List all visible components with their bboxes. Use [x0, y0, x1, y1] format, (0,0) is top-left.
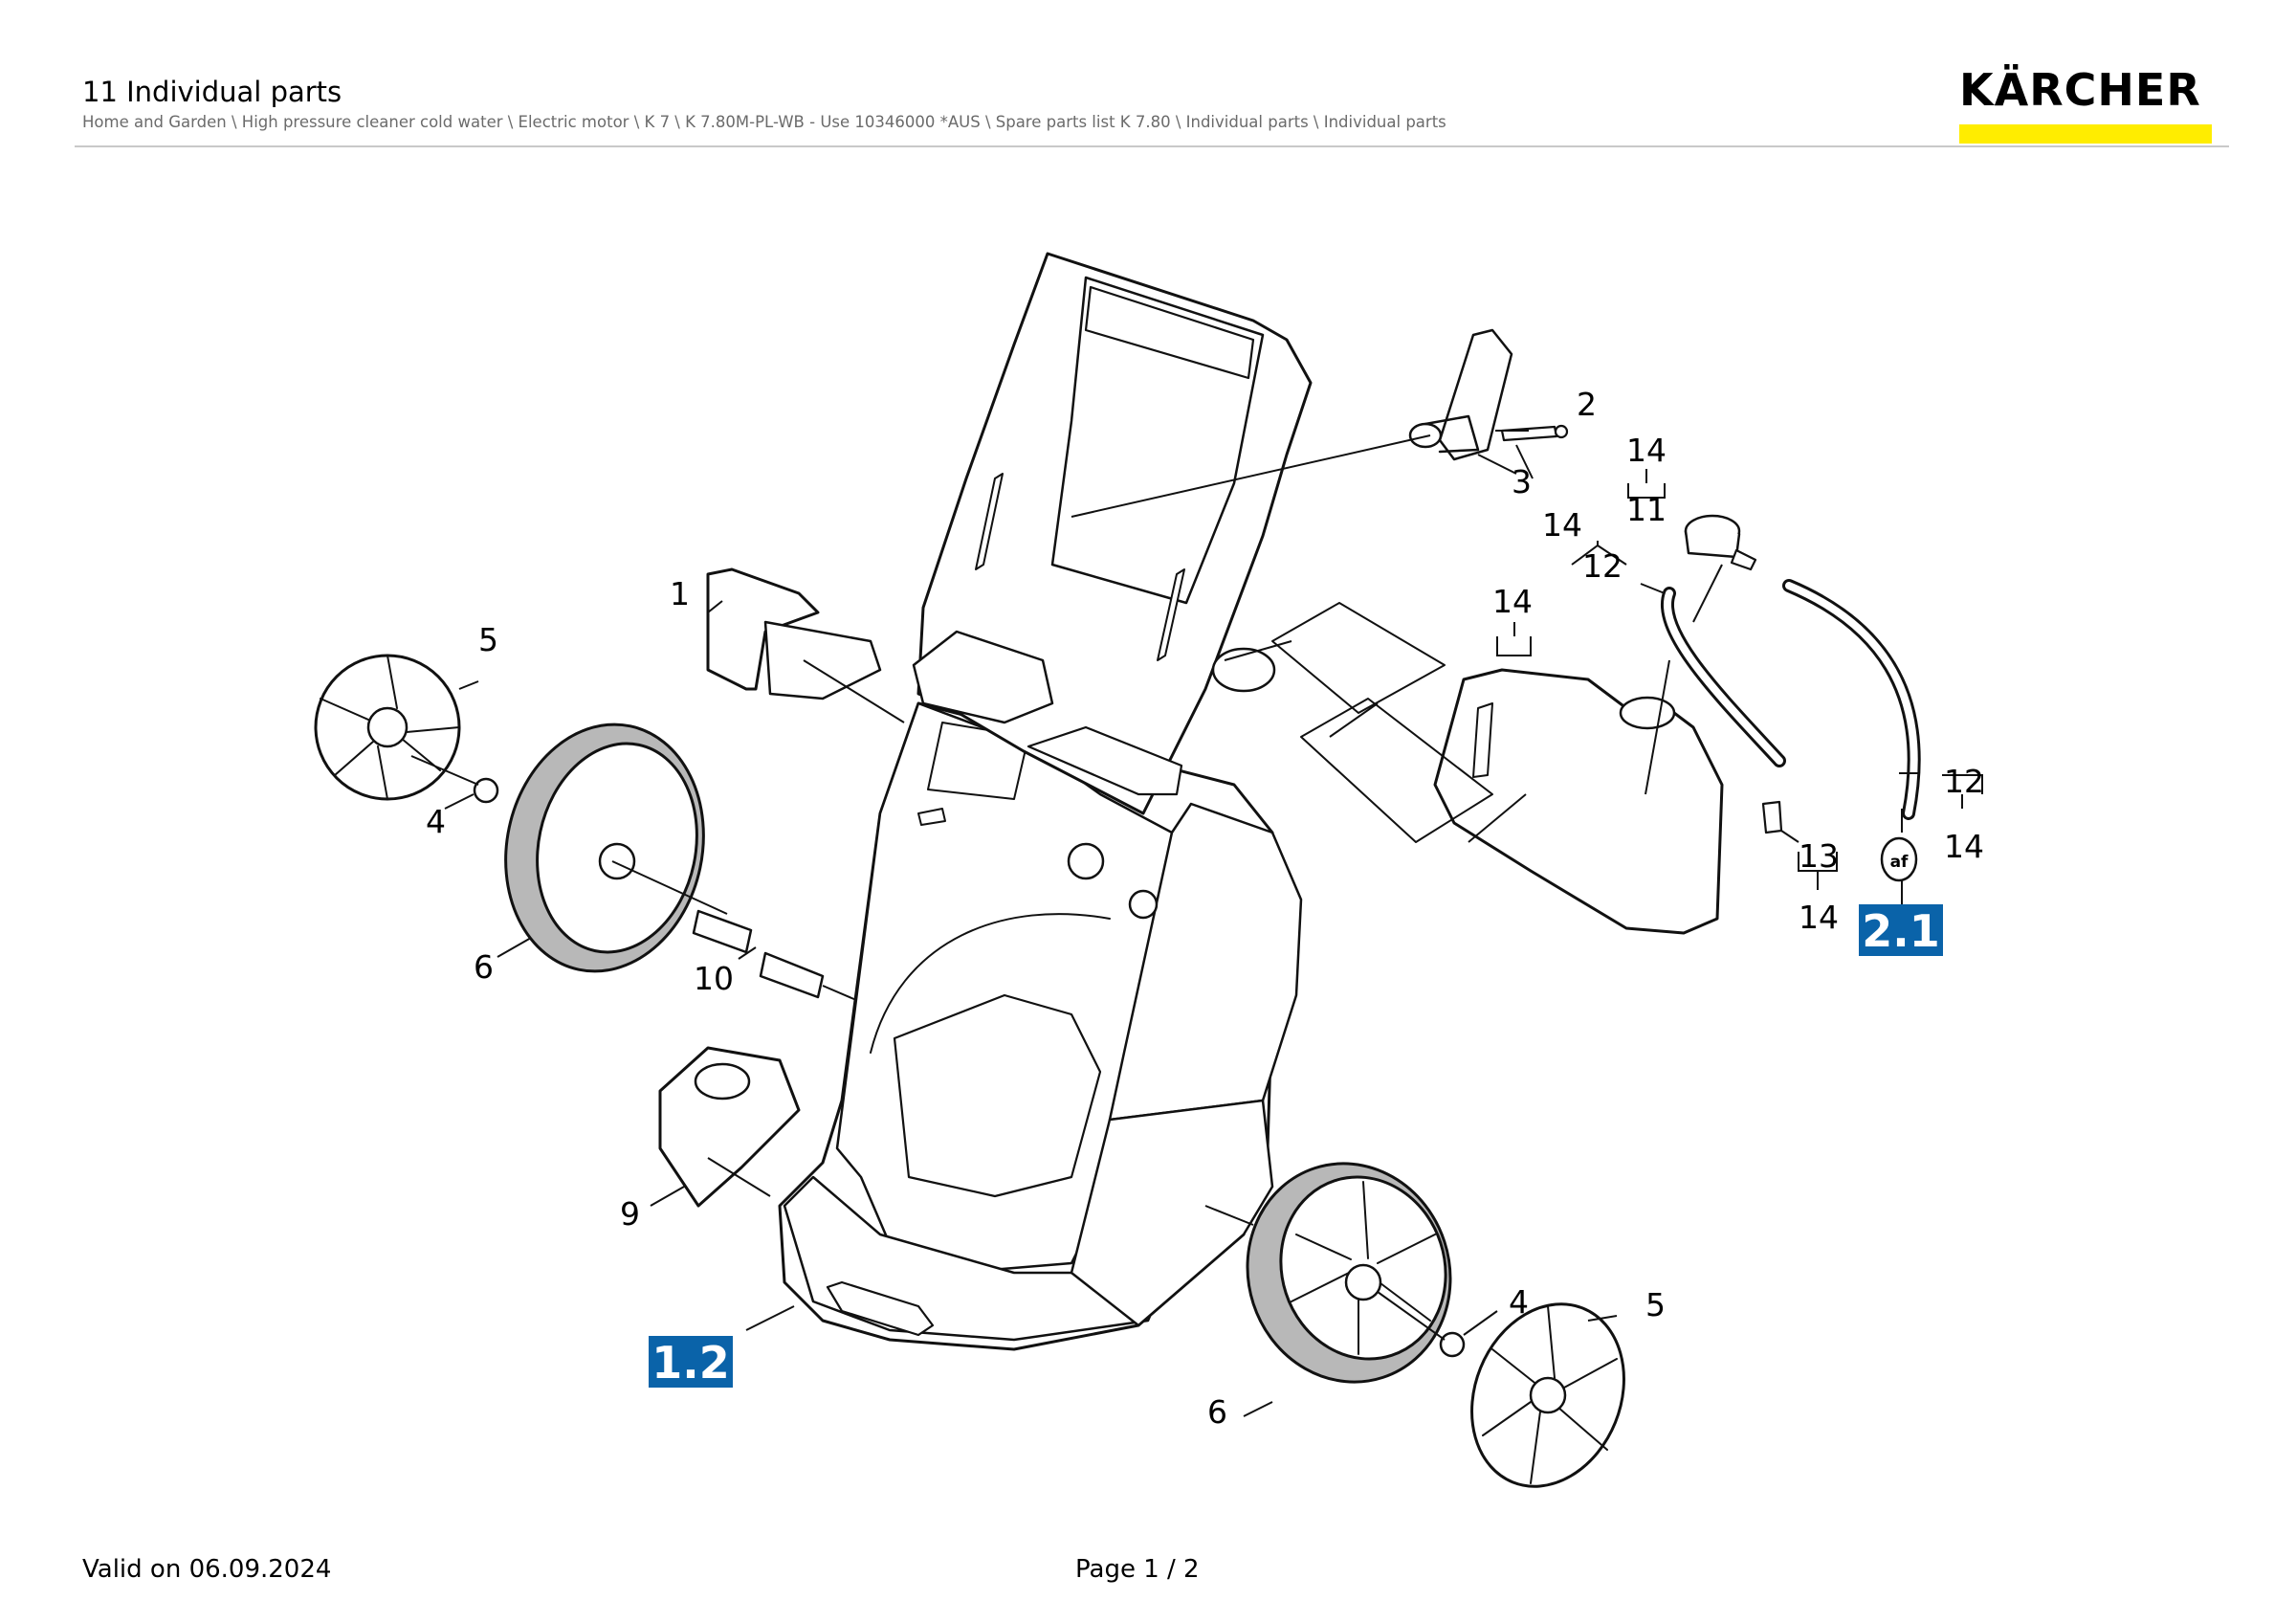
callout-9: 9: [620, 1195, 640, 1233]
part-2-screw-head: [1554, 424, 1569, 439]
bracket-12-14: [1942, 774, 1983, 809]
callout-14-tank: 14: [1492, 583, 1533, 620]
housing-right-lower: [1070, 1099, 1274, 1327]
handle-slot-right: [1157, 568, 1185, 661]
nozzle-label-text: af: [1890, 853, 1909, 872]
bracket-hole: [694, 1062, 751, 1101]
bracket-13-14: [1798, 852, 1838, 890]
callout-10: 10: [694, 960, 734, 997]
callout-14-right: 14: [1944, 828, 1984, 865]
housing-inner-arc: [870, 913, 1111, 1054]
part-11-cap-body: [1684, 529, 1741, 559]
bracket-14-11: [1627, 469, 1666, 499]
logo-yellow-bar: [1959, 124, 2212, 144]
group-label-1-2: 1.2: [651, 1337, 730, 1389]
handle-crossbar: [912, 630, 1054, 724]
base-tray-slot: [826, 1280, 935, 1337]
tank-flat-plate-lower: [1300, 698, 1493, 843]
housing-hose-port: [917, 808, 946, 826]
handle-slot-left: [975, 473, 1004, 570]
callout-1: 1: [670, 575, 690, 612]
part-13-filter: [1761, 800, 1783, 834]
callout-4-right: 4: [1509, 1283, 1529, 1321]
housing-fitting-a: [1067, 842, 1105, 880]
part-3-pivot: [1408, 422, 1443, 449]
hub-cap-left-center: [366, 706, 408, 748]
page-title: 11 Individual parts: [82, 76, 342, 108]
handle-grip-bar: [1084, 285, 1255, 380]
housing-side-panel: [1108, 802, 1303, 1122]
callout-2: 2: [1577, 386, 1597, 423]
callout-5-left: 5: [478, 621, 498, 658]
callout-12-right: 12: [1944, 763, 1984, 800]
callout-5-right: 5: [1645, 1286, 1666, 1323]
footer-valid-date: Valid on 06.09.2024: [82, 1555, 332, 1584]
group-label-1-2-bg: [649, 1336, 733, 1388]
wheel-left-hub: [598, 842, 636, 880]
callout-6-right: 6: [1207, 1393, 1227, 1431]
part-4-washer-right: [1439, 1331, 1466, 1358]
callout-3: 3: [1512, 463, 1532, 500]
callout-4-left: 4: [426, 803, 446, 840]
callout-13: 13: [1799, 837, 1839, 875]
part-3-arm: [1424, 414, 1480, 454]
bracket-14-12: [1571, 541, 1627, 566]
hub-cap-right-spokes: [1482, 1305, 1618, 1484]
part-4-washer-left: [473, 777, 499, 804]
nozzle-label-disc: [1880, 836, 1918, 882]
karcher-logo: KÄRCHER: [1959, 65, 2212, 144]
housing-fitting-b: [1128, 889, 1159, 920]
part-12-hose-left-inner: [1664, 589, 1783, 765]
part-9-bracket: [658, 1046, 801, 1208]
callout-12-left: 12: [1582, 547, 1623, 585]
part-10-axle-b: [759, 951, 825, 999]
tank-window: [1472, 702, 1493, 778]
part-10-axle-a: [692, 909, 753, 954]
housing-inner-cavity: [893, 993, 1102, 1198]
part-1-clip: [763, 620, 882, 700]
part-11-fitting: [1730, 548, 1757, 571]
callout-14-mid: 14: [1542, 506, 1582, 544]
callout-11: 11: [1626, 491, 1667, 528]
tank-neck: [1619, 696, 1676, 730]
group-label-2-1: 2.1: [1862, 905, 1940, 957]
footer-page-number: Page 1 / 2: [1075, 1555, 1200, 1584]
callout-14-top: 14: [1626, 432, 1667, 469]
page-header: 11 Individual parts Home and Garden \ Hi…: [82, 75, 1446, 131]
callout-14-bottom: 14: [1799, 899, 1839, 936]
part-2-screw: [1500, 425, 1558, 442]
part-14-detergent-tank: [1433, 668, 1724, 935]
hub-cap-left-spokes: [320, 655, 460, 800]
hub-cap-right-center: [1529, 1376, 1567, 1414]
handle-lower-brace: [1027, 725, 1183, 796]
group-label-2-1-bg: [1859, 904, 1943, 956]
bracket-14-tank: [1496, 622, 1532, 656]
header-divider: [75, 145, 2229, 147]
part-12-hose-right-inner: [1785, 582, 1918, 817]
tank-flat-plate: [1271, 602, 1446, 714]
callout-6-left: 6: [474, 948, 494, 986]
breadcrumb: Home and Garden \ High pressure cleaner …: [82, 113, 1446, 131]
logo-text: KÄRCHER: [1959, 64, 2201, 116]
wheel-right-hub: [1344, 1263, 1382, 1301]
wheel-right-spokes: [1291, 1181, 1436, 1355]
